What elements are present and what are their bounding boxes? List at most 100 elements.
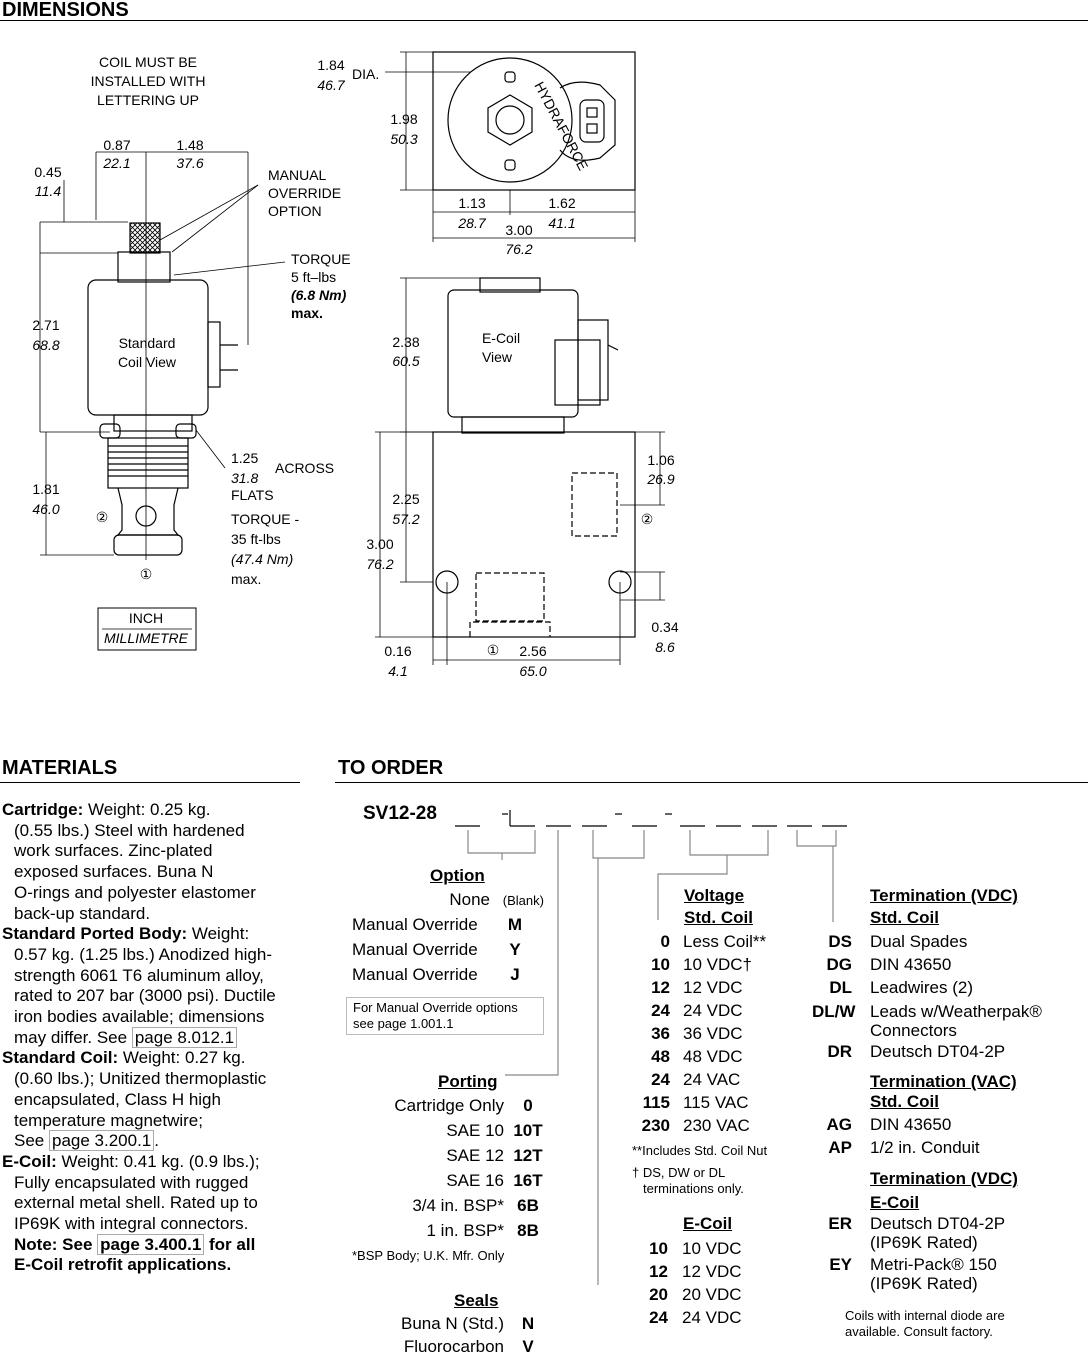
material-line: strength 6061 T6 aluminum alloy, <box>14 965 264 985</box>
manual-override-note: OVERRIDE <box>268 185 341 201</box>
porting-label: 1 in. BSP* <box>426 1221 505 1240</box>
option-note: see page 1.001.1 <box>353 1016 454 1031</box>
material-line: Weight: 0.25 kg. <box>87 800 211 819</box>
material-line: O-rings and polyester elastomer <box>14 882 256 902</box>
page-ref-link[interactable]: page 3.400.1 <box>97 1233 205 1255</box>
dim-in: 1.13 <box>458 195 485 211</box>
dim-mm: 57.2 <box>392 511 419 527</box>
units-mm: MILLIMETRE <box>104 630 189 646</box>
porting-label: SAE 16 <box>446 1171 504 1190</box>
note-text: Note: See <box>14 1234 93 1254</box>
material-line: encapsulated, Class H high <box>14 1089 221 1109</box>
porting-label: 3/4 in. BSP* <box>412 1196 504 1215</box>
dimensions-title: DIMENSIONS <box>2 0 129 21</box>
termination-label: Deutsch DT04-2P <box>870 1214 1006 1233</box>
seal-label: Buna N (Std.) <box>401 1314 504 1333</box>
dim-in: 1.81 <box>32 481 59 497</box>
torque-cartridge-note: (47.4 Nm) <box>231 551 293 567</box>
material-line: 0.57 kg. (1.25 lbs.) Anodized high- <box>14 944 272 964</box>
termination-code: AP <box>828 1138 852 1157</box>
coil-material: Standard Coil: Weight: 0.27 kg. <box>2 1048 276 1069</box>
voltage-code: 48 <box>651 1047 670 1066</box>
option-heading: Option <box>430 866 485 886</box>
dia-label: DIA. <box>352 66 379 82</box>
dim-mm: 8.6 <box>655 639 675 655</box>
option-label: Manual Override <box>352 940 478 959</box>
order-rule <box>335 782 1088 783</box>
ecoil-voltage-code: 24 <box>649 1308 668 1327</box>
material-line: work surfaces. Zinc-plated <box>14 841 213 861</box>
diode-note-line: Coils with internal diode are <box>845 1308 1005 1323</box>
manual-override-note: OPTION <box>268 203 322 219</box>
termination-label: (IP69K Rated) <box>870 1233 978 1252</box>
units-inch: INCH <box>129 610 163 626</box>
option-title: Option <box>430 866 485 885</box>
termination-code: AG <box>826 1115 853 1134</box>
dim-mm: 11.4 <box>35 183 61 199</box>
dim-mm: 26.9 <box>646 471 674 487</box>
seals-title: Seals <box>454 1291 499 1310</box>
termination-label: 1/2 in. Conduit <box>870 1138 980 1157</box>
voltage-label: Less Coil** <box>683 932 767 951</box>
page-ref-link[interactable]: page 8.012.1 <box>131 1026 238 1048</box>
dim-in: 2.71 <box>32 317 59 333</box>
voltage-note: † DS, DW or DL <box>632 1165 726 1180</box>
torque-coil-note: max. <box>291 305 323 321</box>
termination-label: Leadwires (2) <box>870 978 973 997</box>
dim-mm: 46.0 <box>32 501 59 517</box>
voltage-label: 10 VDC† <box>683 955 752 974</box>
dim-in: 0.16 <box>384 643 411 659</box>
term-vdc-ecoil-title: Termination (VDC) <box>870 1169 1018 1188</box>
dim-mm: 76.2 <box>505 241 532 257</box>
option-code: Y <box>509 940 521 959</box>
dimension-drawing: COIL MUST BE INSTALLED WITH LETTERING UP… <box>32 51 679 679</box>
dim-in: 2.56 <box>519 643 546 659</box>
material-line: . <box>154 1131 159 1151</box>
dim-in: 3.00 <box>505 222 532 238</box>
voltage-code: 0 <box>660 932 670 951</box>
diode-note-line: available. Consult factory. <box>845 1324 993 1339</box>
cartridge-material: Cartridge: Weight: 0.25 kg. <box>2 800 276 821</box>
standard-coil-label: Standard <box>119 335 176 351</box>
voltage-label: 48 VDC <box>683 1047 743 1066</box>
ecoil-voltage-code: 20 <box>649 1285 668 1304</box>
order-title: TO ORDER <box>338 757 444 779</box>
coil-note-1: COIL MUST BE <box>99 54 197 70</box>
voltage-code: 24 <box>651 1001 670 1020</box>
voltage-title: Voltage <box>684 886 745 905</box>
option-code: (Blank) <box>502 893 544 908</box>
torque-coil-note: (6.8 Nm) <box>291 287 347 303</box>
ecoil-material: E-Coil: Weight: 0.41 kg. (0.9 lbs.); <box>2 1152 276 1173</box>
port-2-marker: ② <box>96 509 109 525</box>
dim-mm: 4.1 <box>388 663 407 679</box>
dim-mm: 65.0 <box>519 663 546 679</box>
voltage-heading: Voltage Std. Coil <box>684 885 753 929</box>
material-line: external metal shell. Rated up to <box>14 1193 258 1213</box>
dim-in: 0.87 <box>103 137 130 153</box>
term-vdc-std-heading: Termination (VDC) Std. Coil <box>870 885 1018 929</box>
porting-title: Porting <box>438 1072 498 1091</box>
material-line: Weight: <box>191 924 250 944</box>
dim-in: 1.84 <box>317 57 344 73</box>
materials-text: Cartridge: Weight: 0.25 kg. (0.55 lbs.) … <box>2 800 276 1276</box>
porting-code: 6B <box>517 1196 539 1215</box>
dim-mm: 68.8 <box>32 337 59 353</box>
torque-cartridge-note: 35 ft-lbs <box>231 531 281 547</box>
ecoil-voltage-label: 24 VDC <box>682 1308 742 1327</box>
term-vdc-ecoil-heading: Termination (VDC) E-Coil <box>870 1168 1018 1214</box>
porting-code: 12T <box>513 1146 543 1165</box>
bsp-note: *BSP Body; U.K. Mfr. Only <box>352 1248 505 1263</box>
page-ref-link[interactable]: page 3.200.1 <box>48 1130 155 1152</box>
termination-label: Metri-Pack® 150 <box>870 1255 997 1274</box>
voltage-label: 230 VAC <box>683 1116 750 1135</box>
torque-coil-note: 5 ft–lbs <box>291 269 336 285</box>
voltage-label: 115 VAC <box>683 1093 749 1112</box>
seal-code: N <box>521 1314 535 1333</box>
voltage-label: 24 VAC <box>683 1070 741 1089</box>
term-vac-std-subtitle: Std. Coil <box>870 1092 939 1111</box>
voltage-note: terminations only. <box>643 1181 744 1196</box>
term-vdc-std-title: Termination (VDC) <box>870 886 1018 905</box>
note-text: for all <box>209 1234 256 1254</box>
dim-mm: 22.1 <box>102 155 130 171</box>
